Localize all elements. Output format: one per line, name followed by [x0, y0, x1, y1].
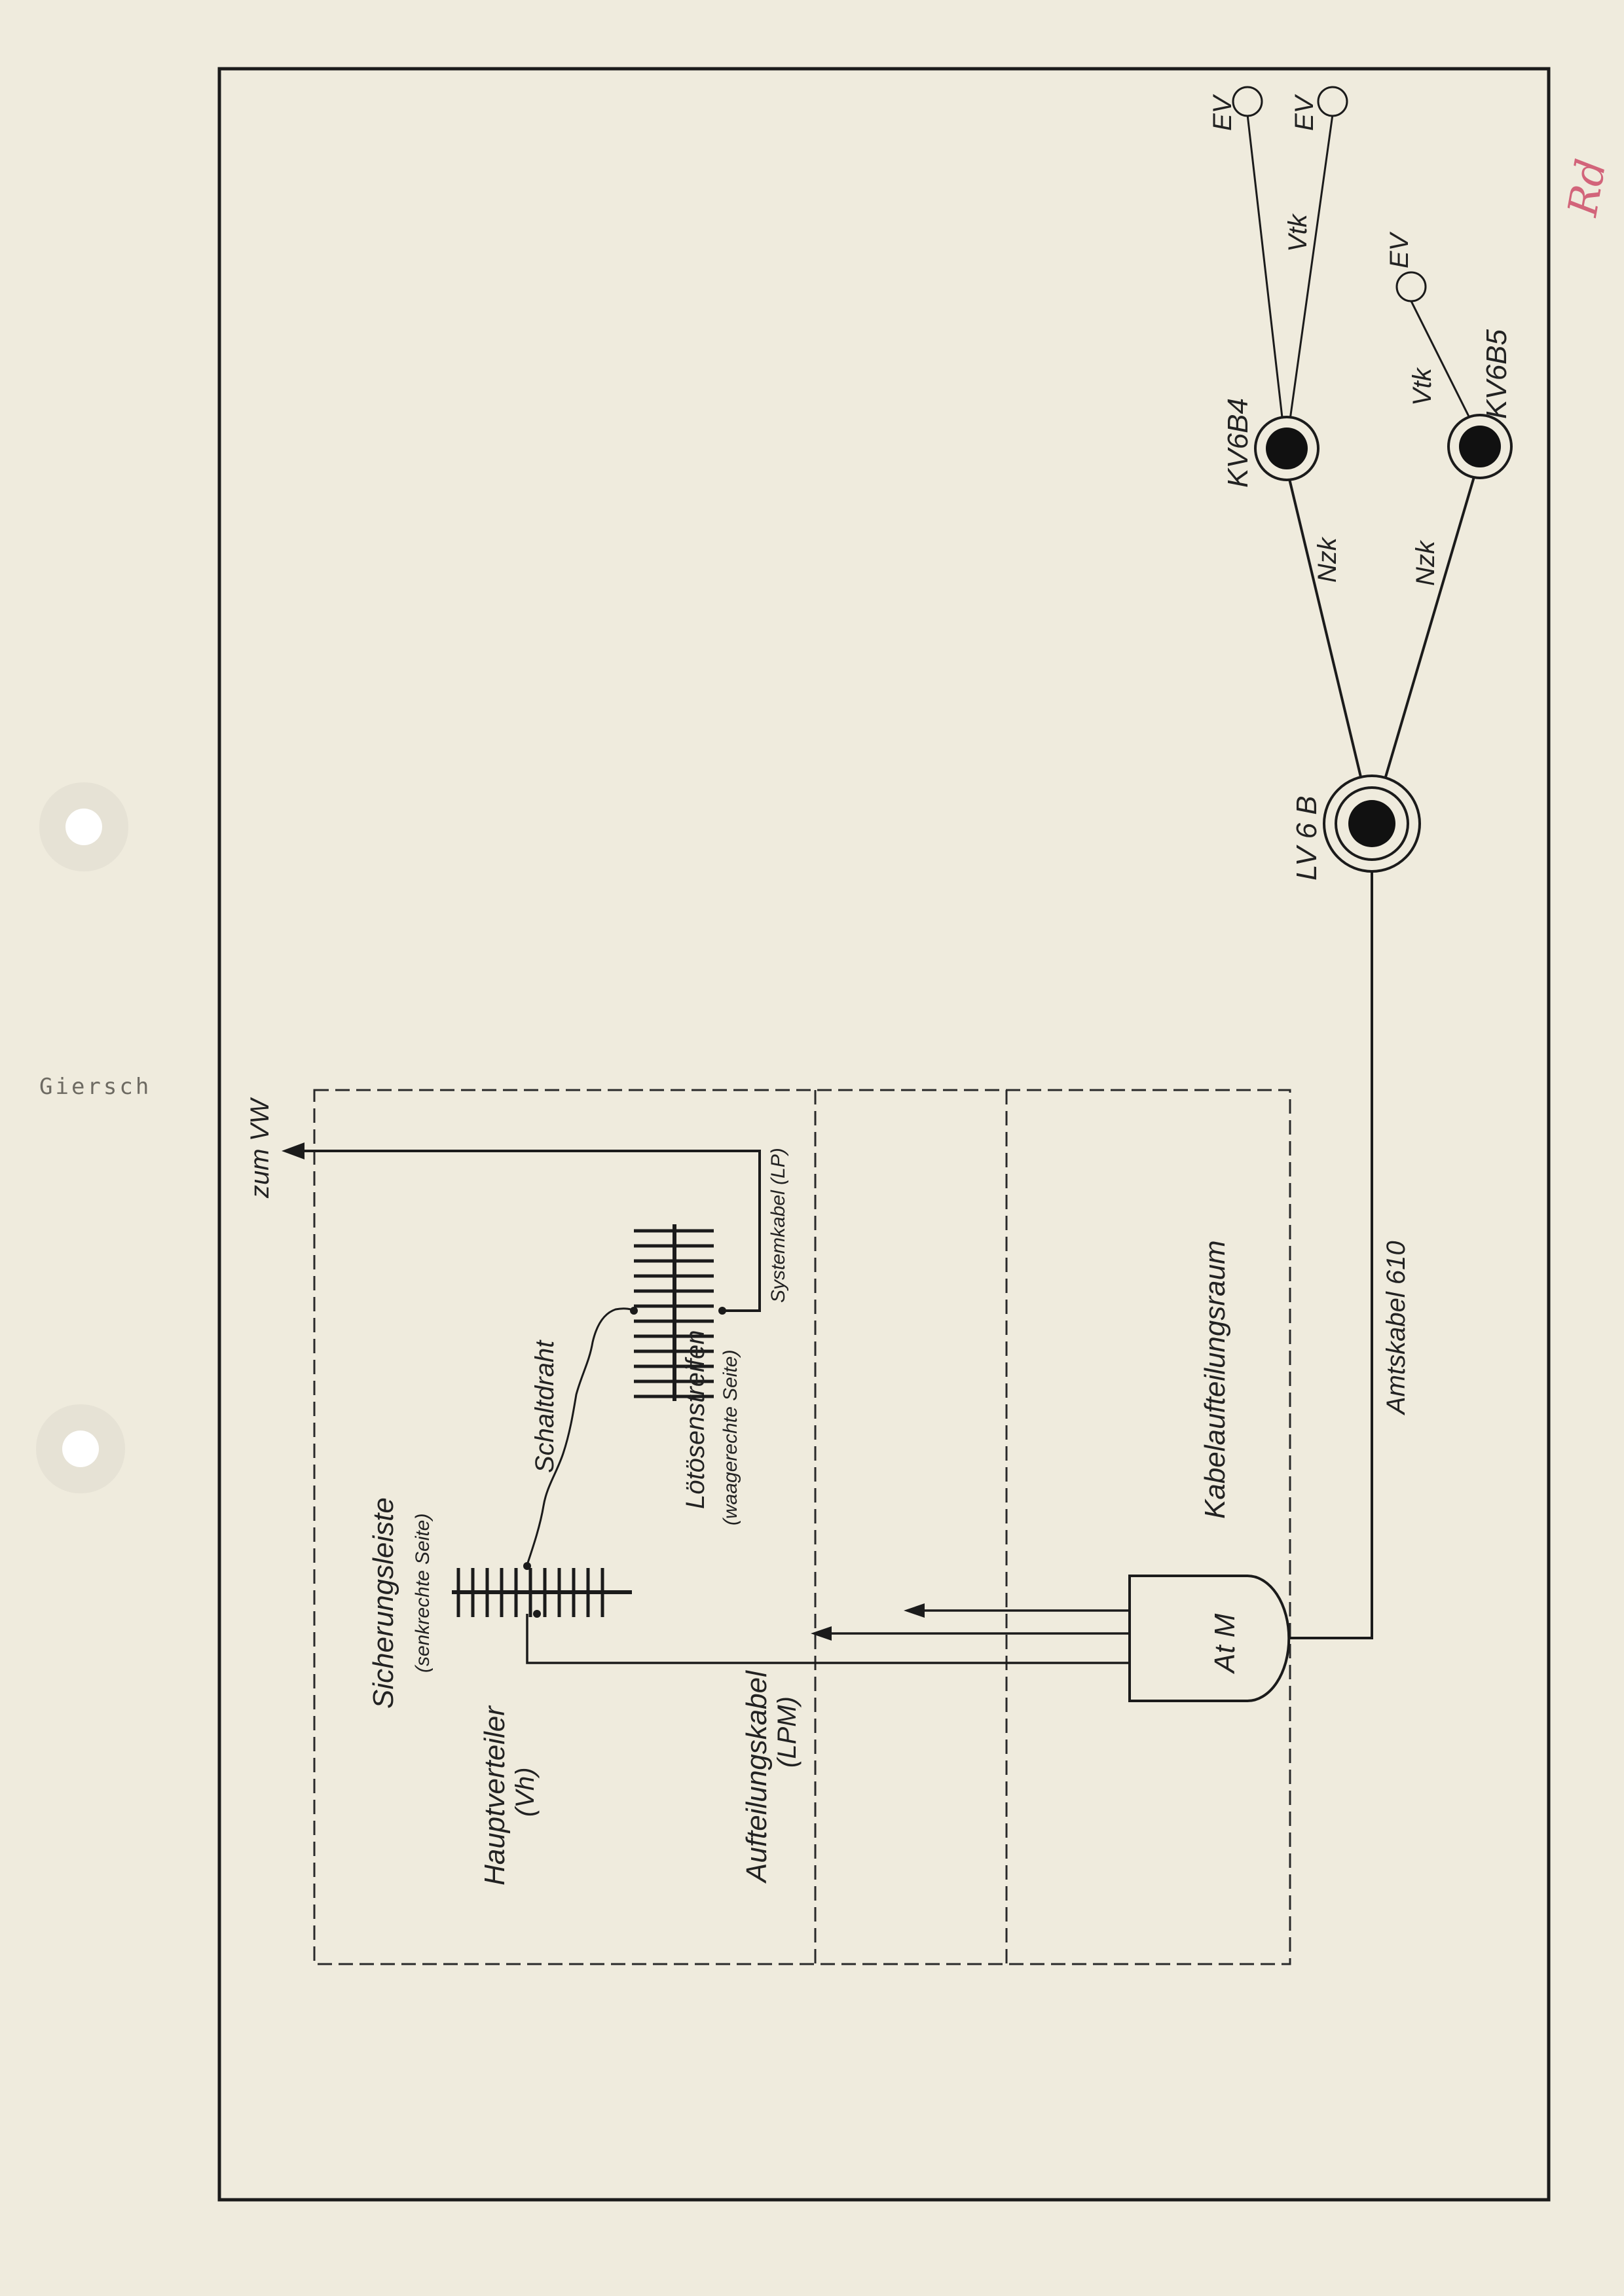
- label-atm: At M: [1209, 1613, 1241, 1675]
- outer-border: [217, 67, 1551, 2202]
- label-lv: LV 6 B: [1291, 795, 1323, 881]
- label-kv-lower: KV6B5: [1481, 329, 1513, 419]
- label-hauptverteiler-1: Hauptverteiler: [479, 1705, 511, 1886]
- label-aufteilungskabel-1: Aufteilungskabel: [741, 1670, 773, 1884]
- label-loetoesen-2: (waagerechte Seite): [720, 1350, 741, 1525]
- hauptverteiler-room: [313, 1089, 1291, 1965]
- label-nzk-upper: Nzk: [1313, 536, 1342, 583]
- label-vtk-lower: Vtk: [1408, 367, 1437, 406]
- arrow-left-upper: [904, 1603, 925, 1618]
- label-kv-upper: KV6B4: [1222, 398, 1254, 488]
- punch-hole-upper: [65, 809, 102, 845]
- label-ev-1: EV: [1208, 94, 1237, 131]
- atm-block: [1128, 1575, 1291, 1702]
- sicherungsleiste-comb: [452, 1568, 632, 1617]
- typed-name: Giersch: [39, 1074, 152, 1100]
- arrow-left-lower: [811, 1626, 832, 1641]
- room-boxes: [313, 1089, 1291, 1965]
- label-aufteilungskabel-2: (LPM): [773, 1696, 802, 1768]
- vtk-cable-2: [1410, 301, 1475, 426]
- nzk-cable-1: [1285, 467, 1363, 783]
- loetoesenstreifen-comb: [634, 1224, 714, 1401]
- label-amtskabel: Amtskabel 610: [1382, 1241, 1411, 1415]
- aufteilungskabel-line: [526, 1614, 1130, 1664]
- label-hauptverteiler-2: (Vh): [511, 1767, 540, 1817]
- ev-point-3: [1395, 271, 1427, 302]
- schaltdraht-wire: [526, 1307, 635, 1565]
- vtk-cable-1a: [1246, 114, 1285, 429]
- label-sicherungsleiste-2: (senkrechte Seite): [412, 1514, 434, 1673]
- label-vtk-upper: Vtk: [1283, 213, 1312, 252]
- ev-point-2: [1317, 86, 1348, 117]
- label-zum-vw: zum VW: [246, 1097, 274, 1199]
- nzk-cable-2: [1384, 467, 1478, 780]
- label-sicherungsleiste-1: Sicherungsleiste: [367, 1497, 399, 1709]
- amtskabel-line: [1289, 864, 1373, 1639]
- punch-hole-lower: [62, 1430, 99, 1467]
- label-loetoesen-1: Lötösenstreifen: [681, 1330, 710, 1509]
- label-nzk-lower: Nzk: [1411, 539, 1440, 586]
- label-systemkabel: Systemkabel (LP): [767, 1148, 789, 1303]
- lv-point: [1323, 774, 1421, 873]
- label-kabelaufteilungsraum: Kabelaufteilungsraum: [1199, 1240, 1231, 1519]
- systemkabel-line: [298, 1150, 761, 1312]
- ev-point-1: [1232, 86, 1263, 117]
- label-schaltdraht: Schaltdraht: [530, 1339, 559, 1473]
- arrow-zum-vw: [282, 1142, 304, 1159]
- label-ev-2: EV: [1290, 94, 1319, 131]
- kv-point-upper: [1254, 416, 1320, 481]
- label-ev-3: EV: [1385, 231, 1414, 268]
- kv-point-lower: [1447, 414, 1513, 479]
- vtk-cable-1b: [1287, 114, 1334, 429]
